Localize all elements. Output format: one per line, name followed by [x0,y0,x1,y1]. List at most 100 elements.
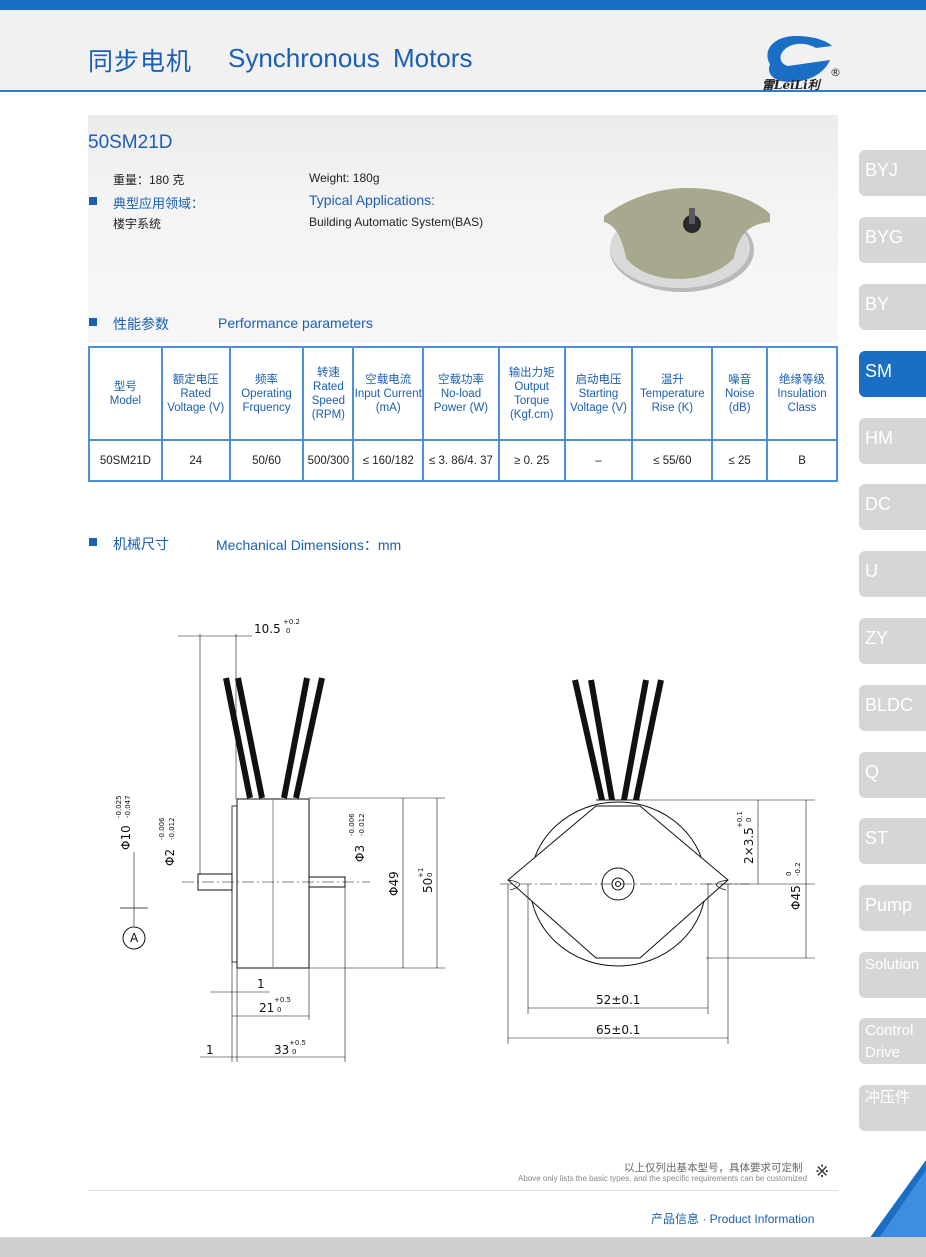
reference-mark: ※ [815,1162,830,1181]
dim-dia-45: Φ45 [789,885,803,910]
page-title-en: Synchronous Motors [228,43,473,73]
corner-decoration [856,1160,926,1257]
table-cell: ≤ 3. 86/4. 37 [422,439,500,482]
svg-text:-0.006: -0.006 [348,813,356,836]
header-cn: 转速 [316,366,340,379]
dim-pin-dia: Φ2 [163,849,177,866]
tab-sm[interactable]: SM [859,351,926,397]
svg-text:0: 0 [292,1048,296,1056]
header-en: Operating Frquency [241,387,292,414]
header-cn: 温升 [660,373,684,386]
dim-span-65: 65±0.1 [596,1023,640,1037]
svg-text:+1: +1 [417,868,425,878]
table-cell: ≤ 160/182 [352,439,425,482]
svg-text:+0.1: +0.1 [736,811,744,828]
apps-label-en: Typical Applications: [309,192,436,208]
datum-label: A [130,931,139,945]
dim-hub-dia: Φ3 [353,845,367,862]
tab-by[interactable]: BY [859,284,926,330]
table-cell: B [766,439,838,482]
dim-one-a: 1 [257,977,265,991]
tab-st[interactable]: ST [859,818,926,864]
header-en: Model [109,394,142,407]
tab-byj[interactable]: BYJ [859,150,926,196]
tab-dc[interactable]: DC [859,484,926,530]
mech-heading-en: Mechanical Dimensions：mm [216,537,402,553]
apps-en: Building Automatic System(BAS) [309,215,484,229]
dim-10-5: 10.5 [254,622,281,636]
product-info-link[interactable]: 产品信息 · Product Information [651,1212,815,1226]
tab-hm[interactable]: HM [859,418,926,464]
dim-height: 50 [421,878,435,893]
svg-text:+0.2: +0.2 [283,618,300,626]
header-cn: 绝缘等级 [779,373,826,386]
custom-note-cn: 以上仅列出基本型号，具体要求可定制 [624,1162,803,1174]
tab-byg[interactable]: BYG [859,217,926,263]
header-en: Insulation Class [777,387,827,414]
svg-text:0: 0 [426,873,434,877]
weight-cn: 重量：180 克 [113,173,185,187]
logo-text: 雷LeiLi利 [762,78,820,92]
header-en: Noise (dB) [724,387,755,414]
svg-text:+0.5: +0.5 [289,1039,306,1047]
svg-text:0: 0 [745,818,753,822]
apps-cn: 楼宇系统 [113,217,162,231]
svg-text:0: 0 [785,872,793,876]
divider [88,1190,838,1191]
top-accent-bar [0,0,926,10]
header-cn: 输出力矩 [508,366,555,379]
svg-text:0: 0 [286,627,290,635]
svg-text:-0.012: -0.012 [168,817,176,840]
header-en: Rated Speed (RPM) [311,380,345,421]
table-cell: ≤ 55/60 [631,439,714,482]
dim-shaft-dia: Φ10 [119,825,133,850]
table-cell: 500/300 [302,439,355,482]
header-en: Temperature Rise (K) [640,387,705,414]
header-en: Starting Voltage (V) [570,387,627,414]
tab-pump[interactable]: Pump [859,885,926,931]
header-cn: 启动电压 [575,373,622,386]
dim-body-dia: Φ49 [387,871,401,896]
tab-bldc[interactable]: BLDC [859,685,926,731]
mech-heading-cn: 机械尺寸 [113,536,169,552]
header-cn: 额定电压 [172,373,219,386]
bullet-square [89,197,97,205]
tab-冲压件[interactable]: 冲压件 [859,1085,926,1131]
tab-solution[interactable]: Solution [859,952,926,998]
perf-heading-cn: 性能参数 [113,316,169,332]
header-en: Output Torque (Kgf.cm) [509,380,554,421]
leili-logo-icon: ® [767,36,841,82]
header-cn: 空载电流 [365,373,412,386]
svg-text:-0.2: -0.2 [794,862,802,876]
header-cn: 频率 [255,373,278,386]
tab-q[interactable]: Q [859,752,926,798]
bottom-bar [0,1237,926,1257]
svg-text:-0.006: -0.006 [158,817,166,840]
table-cell: ≥ 0. 25 [497,439,566,482]
svg-text:-0.025: -0.025 [115,795,123,818]
bullet-square [89,538,97,546]
mechanical-drawing: 10.5 +0.2 0 Φ10 -0.025 -0.047 Φ2 -0.006 … [115,618,815,1062]
motor-photo [604,188,770,292]
tab-control-drive[interactable]: Control Drive [859,1018,926,1064]
header-en: Input Current (mA) [354,387,422,414]
bullet-square [89,318,97,326]
model-title: 50SM21D [88,132,173,153]
tab-u[interactable]: U [859,551,926,597]
tab-zy[interactable]: ZY [859,618,926,664]
table-cell: 50/60 [228,439,305,482]
apps-label-cn: 典型应用领域： [113,196,205,211]
custom-note-en: Above only lists the basic types, and th… [518,1174,808,1183]
header-en: No-load Power (W) [433,387,489,414]
